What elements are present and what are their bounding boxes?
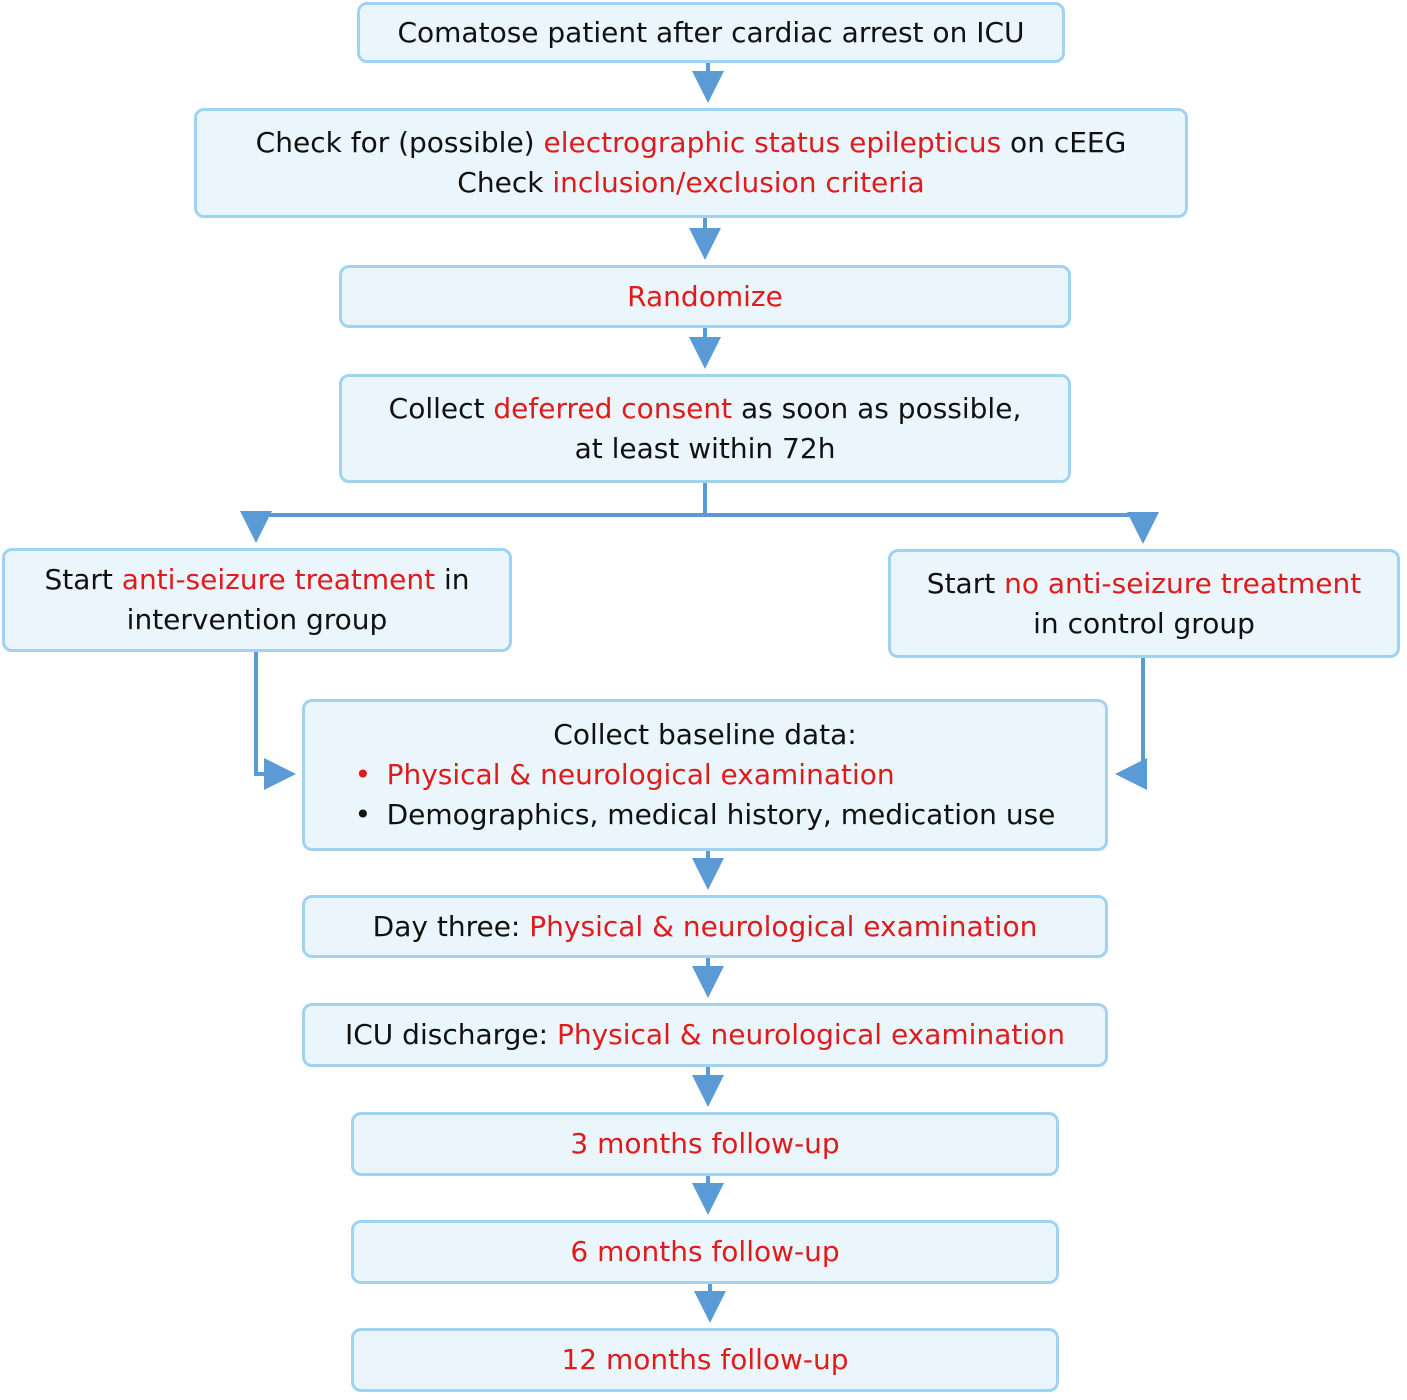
arrow-intervention-to-baseline <box>254 652 296 790</box>
check-line-1: Check for (possible) electrographic stat… <box>255 126 1127 159</box>
no-anti-seizure-highlight: no anti-seizure treatment <box>1004 566 1362 600</box>
followup-12-months-text: 12 months follow-up <box>561 1343 849 1376</box>
day-three-box: Day three: Physical & neurological exami… <box>302 895 1108 958</box>
start-text: Comatose patient after cardiac arrest on… <box>397 15 1025 49</box>
status-epilepticus-highlight: electrographic status epilepticus <box>543 126 1002 159</box>
day-three-text: Day three: Physical & neurological exami… <box>372 909 1038 943</box>
intervention-box: Start anti-seizure treatment in interven… <box>2 548 512 652</box>
followup-6-months-text: 6 months follow-up <box>570 1235 840 1268</box>
randomize-text: Randomize <box>627 279 783 313</box>
icu-discharge-box: ICU discharge: Physical & neurological e… <box>302 1003 1108 1067</box>
criteria-highlight: inclusion/exclusion criteria <box>552 166 925 199</box>
arrow-control-to-baseline <box>1115 658 1147 790</box>
randomize-box: Randomize <box>339 265 1071 328</box>
followup-12-months-box: 12 months follow-up <box>351 1328 1059 1392</box>
followup-3-months-text: 3 months follow-up <box>570 1127 840 1160</box>
start-box: Comatose patient after cardiac arrest on… <box>357 2 1065 63</box>
followup-6-months-box: 6 months follow-up <box>351 1220 1059 1284</box>
consent-line-2: at least within 72h <box>574 431 836 465</box>
bullet-icon: • <box>354 758 372 791</box>
control-line-1: Start no anti-seizure treatment <box>926 566 1362 600</box>
intervention-line-2: intervention group <box>126 603 388 636</box>
baseline-bullet-1: •Physical & neurological examination <box>355 755 1056 795</box>
intervention-line-1: Start anti-seizure treatment in <box>44 563 470 596</box>
split-connector-right <box>705 512 1159 544</box>
split-connector <box>240 483 707 543</box>
consent-line-1: Collect deferred consent as soon as poss… <box>388 391 1022 425</box>
consent-box: Collect deferred consent as soon as poss… <box>339 374 1071 483</box>
bullet-icon: • <box>354 798 372 831</box>
check-box: Check for (possible) electrographic stat… <box>194 108 1188 218</box>
baseline-bullet-list: •Physical & neurological examination •De… <box>355 755 1056 835</box>
control-line-2: in control group <box>1033 606 1255 640</box>
baseline-title: Collect baseline data: <box>553 718 857 751</box>
baseline-box: Collect baseline data: •Physical & neuro… <box>302 699 1108 851</box>
check-line-2: Check inclusion/exclusion criteria <box>457 166 925 199</box>
icu-discharge-text: ICU discharge: Physical & neurological e… <box>344 1018 1066 1051</box>
control-box: Start no anti-seizure treatment in contr… <box>888 549 1400 658</box>
deferred-consent-highlight: deferred consent <box>493 391 733 425</box>
followup-3-months-box: 3 months follow-up <box>351 1112 1059 1176</box>
baseline-bullet-2: •Demographics, medical history, medicati… <box>355 795 1056 835</box>
anti-seizure-highlight: anti-seizure treatment <box>121 563 436 596</box>
